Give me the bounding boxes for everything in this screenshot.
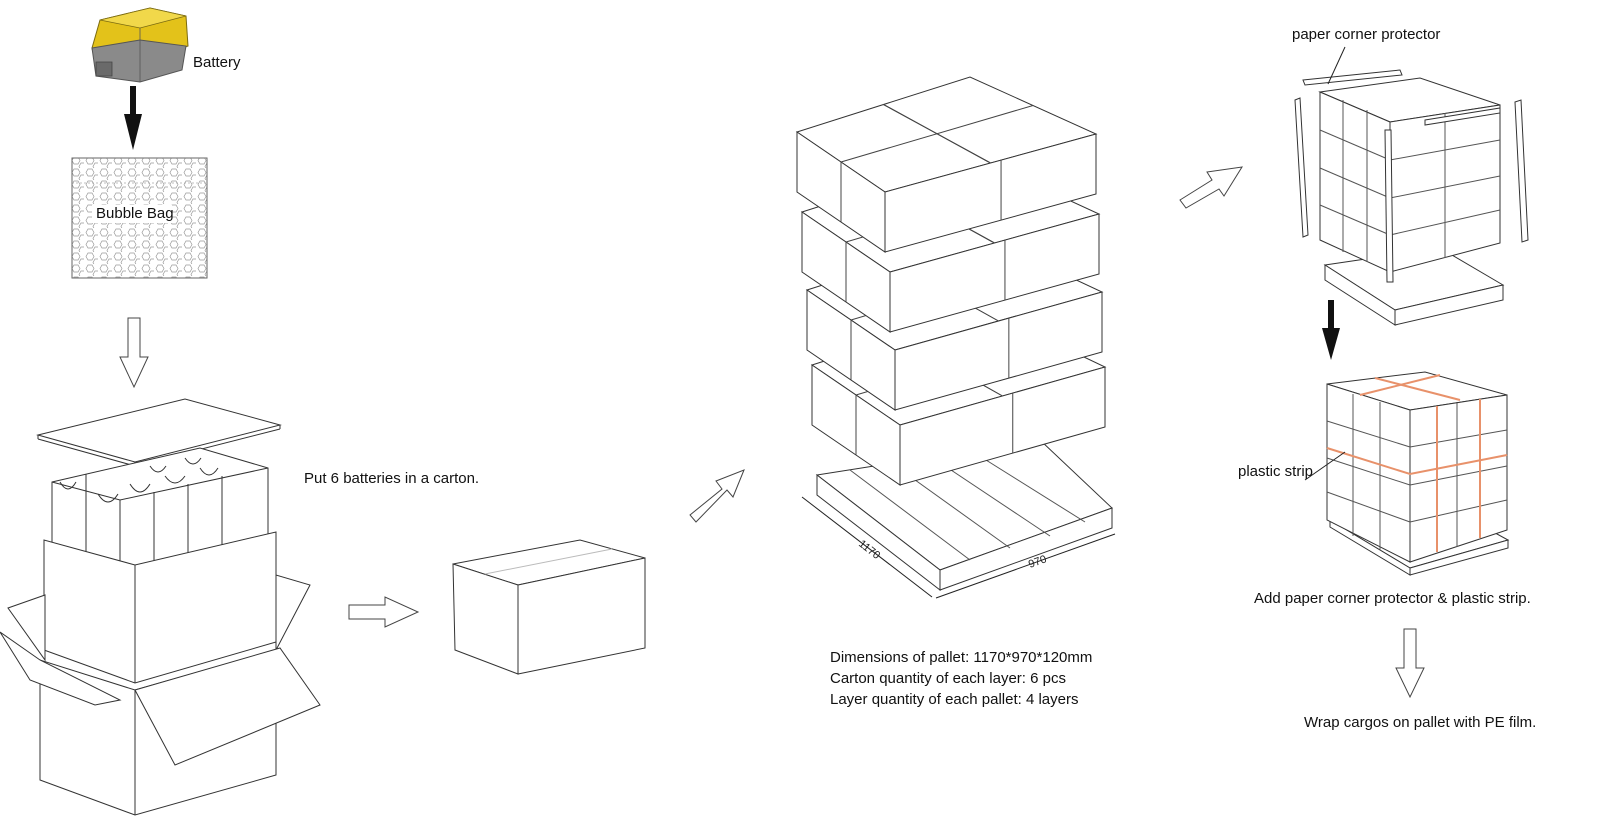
corner-protector-leader-line: [1327, 46, 1346, 85]
carton-layer-right-face: [899, 366, 1106, 486]
carton-top-divider: [883, 104, 991, 164]
battery-label: Battery: [193, 54, 241, 71]
right-arrow-outline-icon: [348, 596, 420, 628]
pallet-spec-dimensions: Dimensions of pallet: 1170*970*120mm: [830, 649, 1093, 666]
pallet-with-corner-protectors-illustration: [1294, 69, 1529, 326]
carton-layer-4: [795, 76, 1098, 253]
pallet-width-dimension: 970: [1027, 553, 1048, 571]
diagonal-arrow-outline-icon-2: [1179, 166, 1243, 209]
add-protector-step-label: Add paper corner protector & plastic str…: [1254, 590, 1531, 607]
carton-step-label: Put 6 batteries in a carton.: [304, 470, 480, 487]
strapped-pallet-illustration: [1326, 371, 1510, 576]
wrap-step-label: Wrap cargos on pallet with PE film.: [1304, 714, 1537, 731]
carton-layers: [795, 76, 1107, 486]
down-arrow-icon-2: [1322, 300, 1340, 360]
pallet-spec-carton-quantity: Carton quantity of each layer: 6 pcs: [830, 670, 1066, 687]
carton-layer-right-face: [884, 133, 1097, 253]
plastic-strip-leader-line: [1304, 451, 1346, 481]
bubble-bag-illustration: [71, 157, 208, 279]
down-arrow-icon: [124, 86, 142, 150]
corner-protector-label: paper corner protector: [1292, 26, 1441, 43]
carton-with-dividers-illustration: [0, 398, 321, 816]
bubble-bag-label: Bubble Bag: [96, 205, 174, 222]
carton-layer-right-face: [894, 291, 1103, 411]
diagonal-arrow-outline-icon: [689, 469, 745, 523]
pallet-spec-layer-quantity: Layer quantity of each pallet: 4 layers: [830, 691, 1079, 708]
down-arrow-outline-icon-2: [1395, 628, 1425, 699]
battery-illustration: [91, 7, 189, 83]
carton-layer-right-face: [889, 213, 1100, 333]
closed-carton-illustration: [452, 539, 646, 675]
down-arrow-outline-icon: [119, 317, 149, 389]
plastic-strip-label: plastic strip: [1238, 463, 1314, 480]
